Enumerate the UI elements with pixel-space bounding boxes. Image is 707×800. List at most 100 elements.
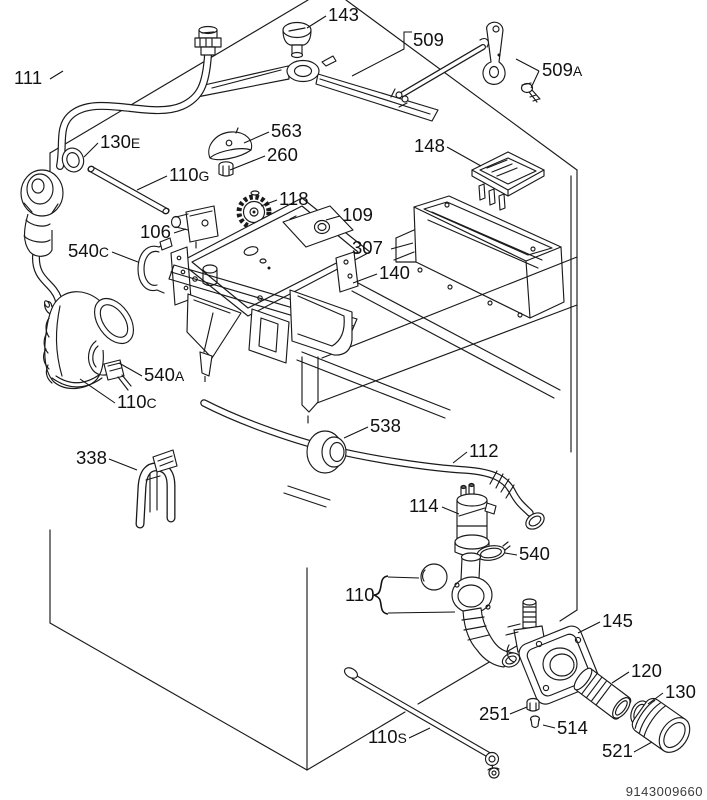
cap-screw-143 — [283, 23, 311, 58]
part-label-114: 114 — [409, 495, 459, 516]
drawer-housing-307 — [394, 196, 564, 318]
part-label-563: 563 — [244, 120, 302, 143]
bracket-106 — [172, 206, 219, 248]
svg-text:110G: 110G — [169, 164, 209, 185]
svg-text:114: 114 — [409, 495, 439, 516]
svg-text:260: 260 — [267, 144, 298, 165]
leader-line-120 — [612, 672, 629, 683]
leader-line-307 — [391, 243, 413, 249]
part-label-251: 251 — [479, 703, 527, 724]
leader-line-118 — [261, 200, 277, 206]
part-label-540C: 540C — [68, 240, 138, 262]
svg-text:251: 251 — [479, 703, 510, 724]
screw-514 — [531, 716, 540, 728]
leader-line-130 — [648, 693, 663, 704]
part-label-112: 112 — [453, 440, 499, 463]
siphon-148 — [472, 152, 544, 210]
leader-line-110S — [409, 728, 430, 738]
svg-text:540: 540 — [519, 543, 550, 564]
bellows-hose-110C — [44, 291, 142, 388]
nut-251 — [527, 699, 539, 712]
leader-line-110G — [137, 176, 167, 190]
leader-line-148 — [447, 147, 481, 166]
coupling-120 — [571, 666, 634, 722]
leader-line-514 — [543, 725, 555, 728]
svg-text:538: 538 — [370, 415, 401, 436]
svg-text:540A: 540A — [144, 364, 185, 385]
drain-hose-112 — [204, 403, 547, 532]
svg-text:145: 145 — [602, 610, 633, 631]
leader-line-251 — [510, 707, 527, 714]
leader-line-143 — [307, 16, 326, 28]
part-label-140: 140 — [353, 262, 410, 283]
leader-line-509A — [516, 59, 539, 71]
svg-text:106: 106 — [140, 221, 171, 242]
tube-110S — [343, 666, 499, 778]
part-label-338: 338 — [76, 447, 137, 470]
leader-line-111 — [50, 71, 63, 79]
grommet-538 — [307, 431, 346, 473]
part-labels: 111130E110G563260118106109143509509A1483… — [14, 4, 703, 799]
svg-text:563: 563 — [271, 120, 302, 141]
dispenser-lid-109 — [283, 206, 353, 247]
cabinet-outline — [50, 0, 577, 770]
support-spider — [197, 56, 438, 121]
svg-text:140: 140 — [379, 262, 410, 283]
leader-line-260 — [230, 156, 265, 170]
svg-text:521: 521 — [602, 740, 633, 761]
part-label-110C: 110C — [80, 379, 157, 412]
part-label-doc: 9143009660 — [626, 784, 703, 799]
part-label-521: 521 — [602, 740, 652, 761]
svg-text:130E: 130E — [100, 131, 140, 152]
lever-509A — [483, 22, 540, 102]
leader-line-106 — [174, 229, 186, 233]
leader-line-110C — [80, 379, 115, 403]
leader-line-538 — [344, 427, 368, 438]
svg-text:540C: 540C — [68, 240, 109, 261]
part-label-118: 118 — [261, 188, 309, 209]
part-label-540A: 540A — [119, 363, 185, 385]
part-label-145: 145 — [578, 610, 633, 633]
part-label-130: 130 — [648, 681, 696, 704]
leader-line-540 — [505, 553, 517, 555]
clamp-540A — [89, 341, 131, 390]
part-label-110G: 110G — [137, 164, 209, 190]
tube-110G — [87, 165, 170, 215]
svg-text:143: 143 — [328, 4, 359, 25]
leader-line-110 — [388, 612, 455, 613]
svg-text:514: 514 — [557, 717, 588, 738]
part-label-130E: 130E — [84, 131, 140, 157]
hose-holder-338 — [140, 450, 177, 524]
svg-text:509A: 509A — [542, 59, 583, 80]
svg-text:9143009660: 9143009660 — [626, 784, 703, 799]
leader-line-114 — [442, 507, 459, 514]
part-label-148: 148 — [414, 135, 481, 166]
part-label-538: 538 — [344, 415, 401, 438]
rod-509 — [391, 39, 488, 107]
svg-text:111: 111 — [14, 67, 42, 88]
svg-text:110: 110 — [345, 584, 375, 605]
plug-521 — [629, 695, 696, 758]
check-ball-110 — [421, 564, 447, 590]
nut-260 — [219, 162, 233, 176]
svg-text:338: 338 — [76, 447, 107, 468]
part-label-120: 120 — [612, 660, 662, 683]
part-label-106: 106 — [140, 221, 186, 242]
part-label-143: 143 — [307, 4, 359, 28]
leader-line-509 — [352, 32, 412, 76]
leader-line-109 — [326, 216, 340, 220]
leader-line-540C — [112, 252, 138, 262]
leader-line-110 — [388, 577, 419, 578]
leader-line-140 — [353, 274, 377, 283]
seal-ring-130E — [59, 145, 86, 174]
leader-line-145 — [578, 622, 600, 633]
brace-110 — [374, 576, 388, 614]
svg-text:148: 148 — [414, 135, 445, 156]
part-label-260: 260 — [230, 144, 298, 170]
leader-line-509A — [531, 71, 539, 88]
part-label-110: 110 — [345, 577, 455, 613]
svg-text:109: 109 — [342, 204, 373, 225]
svg-text:110C: 110C — [117, 391, 157, 412]
part-label-111: 111 — [14, 67, 63, 88]
